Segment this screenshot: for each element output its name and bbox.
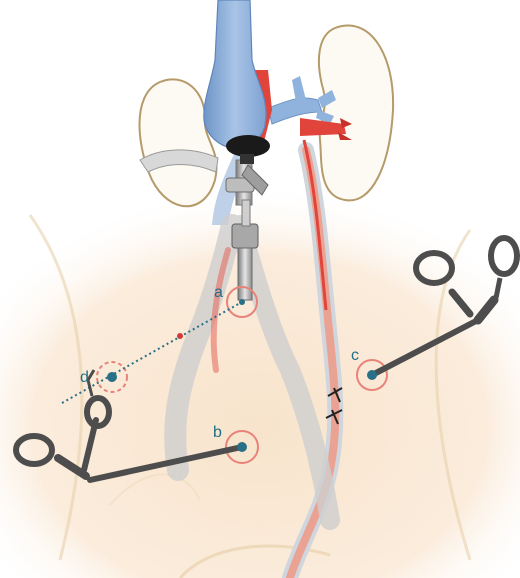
right-kidney xyxy=(319,26,393,201)
port-d-label: d xyxy=(80,369,89,386)
trajectory-midpoint xyxy=(177,333,183,339)
port-c-label: c xyxy=(351,347,359,364)
port-a-label: a xyxy=(214,284,223,301)
abdomen-skin xyxy=(0,183,520,578)
port-d-dot xyxy=(107,372,117,382)
port-a-dot xyxy=(239,299,245,305)
port-b-dot xyxy=(237,442,247,452)
port-b-label: b xyxy=(213,424,222,441)
port-c-dot xyxy=(367,370,377,380)
